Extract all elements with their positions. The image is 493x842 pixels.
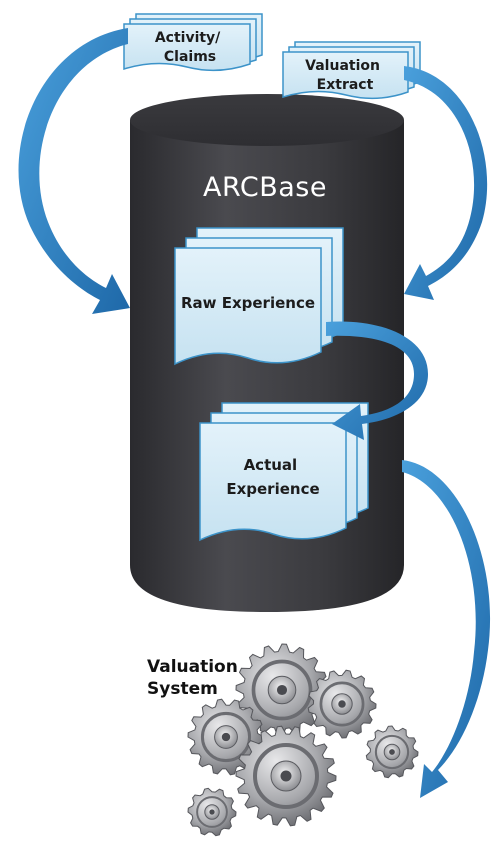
input-document-valuation-extract: Valuation Extract [282, 41, 421, 100]
actual-experience-line-1: Actual [244, 456, 298, 474]
gear-icon [307, 669, 377, 739]
input-document-activity-claims: Activity/ Claims [123, 13, 263, 72]
actual-experience-line-2: Experience [226, 480, 319, 498]
arrow-activity-to-database [18, 28, 130, 314]
valuation-extract-line-1: Valuation [305, 58, 380, 74]
gear-icon [235, 643, 329, 737]
activity-claims-line-2: Claims [164, 49, 216, 65]
valuation-system-line-1: Valuation [147, 657, 238, 677]
database-title: ARCBase [203, 172, 327, 203]
arrow-actual-to-valuation-system [402, 460, 491, 798]
arrow-raw-to-actual [326, 321, 428, 440]
stage-document-raw-experience: Raw Experience [174, 227, 344, 366]
gear-icon [187, 787, 237, 837]
stage-document-actual-experience: Actual Experience [199, 402, 369, 542]
valuation-system-line-2: System [147, 679, 218, 699]
svg-text:Valuation Extract: Valuation Extract [305, 58, 385, 93]
svg-text:Actual Experience: Actual Experience [226, 456, 319, 498]
svg-text:Raw Experience: Raw Experience [181, 294, 315, 312]
gear-icon [365, 725, 419, 779]
activity-claims-line-1: Activity/ [155, 30, 221, 46]
svg-text:Valuation System: Valuation System [147, 657, 244, 699]
gear-icon [235, 725, 337, 827]
gears-icon [187, 643, 419, 837]
raw-experience-label: Raw Experience [181, 294, 315, 312]
valuation-extract-line-2: Extract [317, 77, 374, 93]
svg-text:Activity/ Claims: Activity/ Claims [155, 30, 225, 65]
arrow-valuation-extract-to-database [404, 66, 488, 300]
